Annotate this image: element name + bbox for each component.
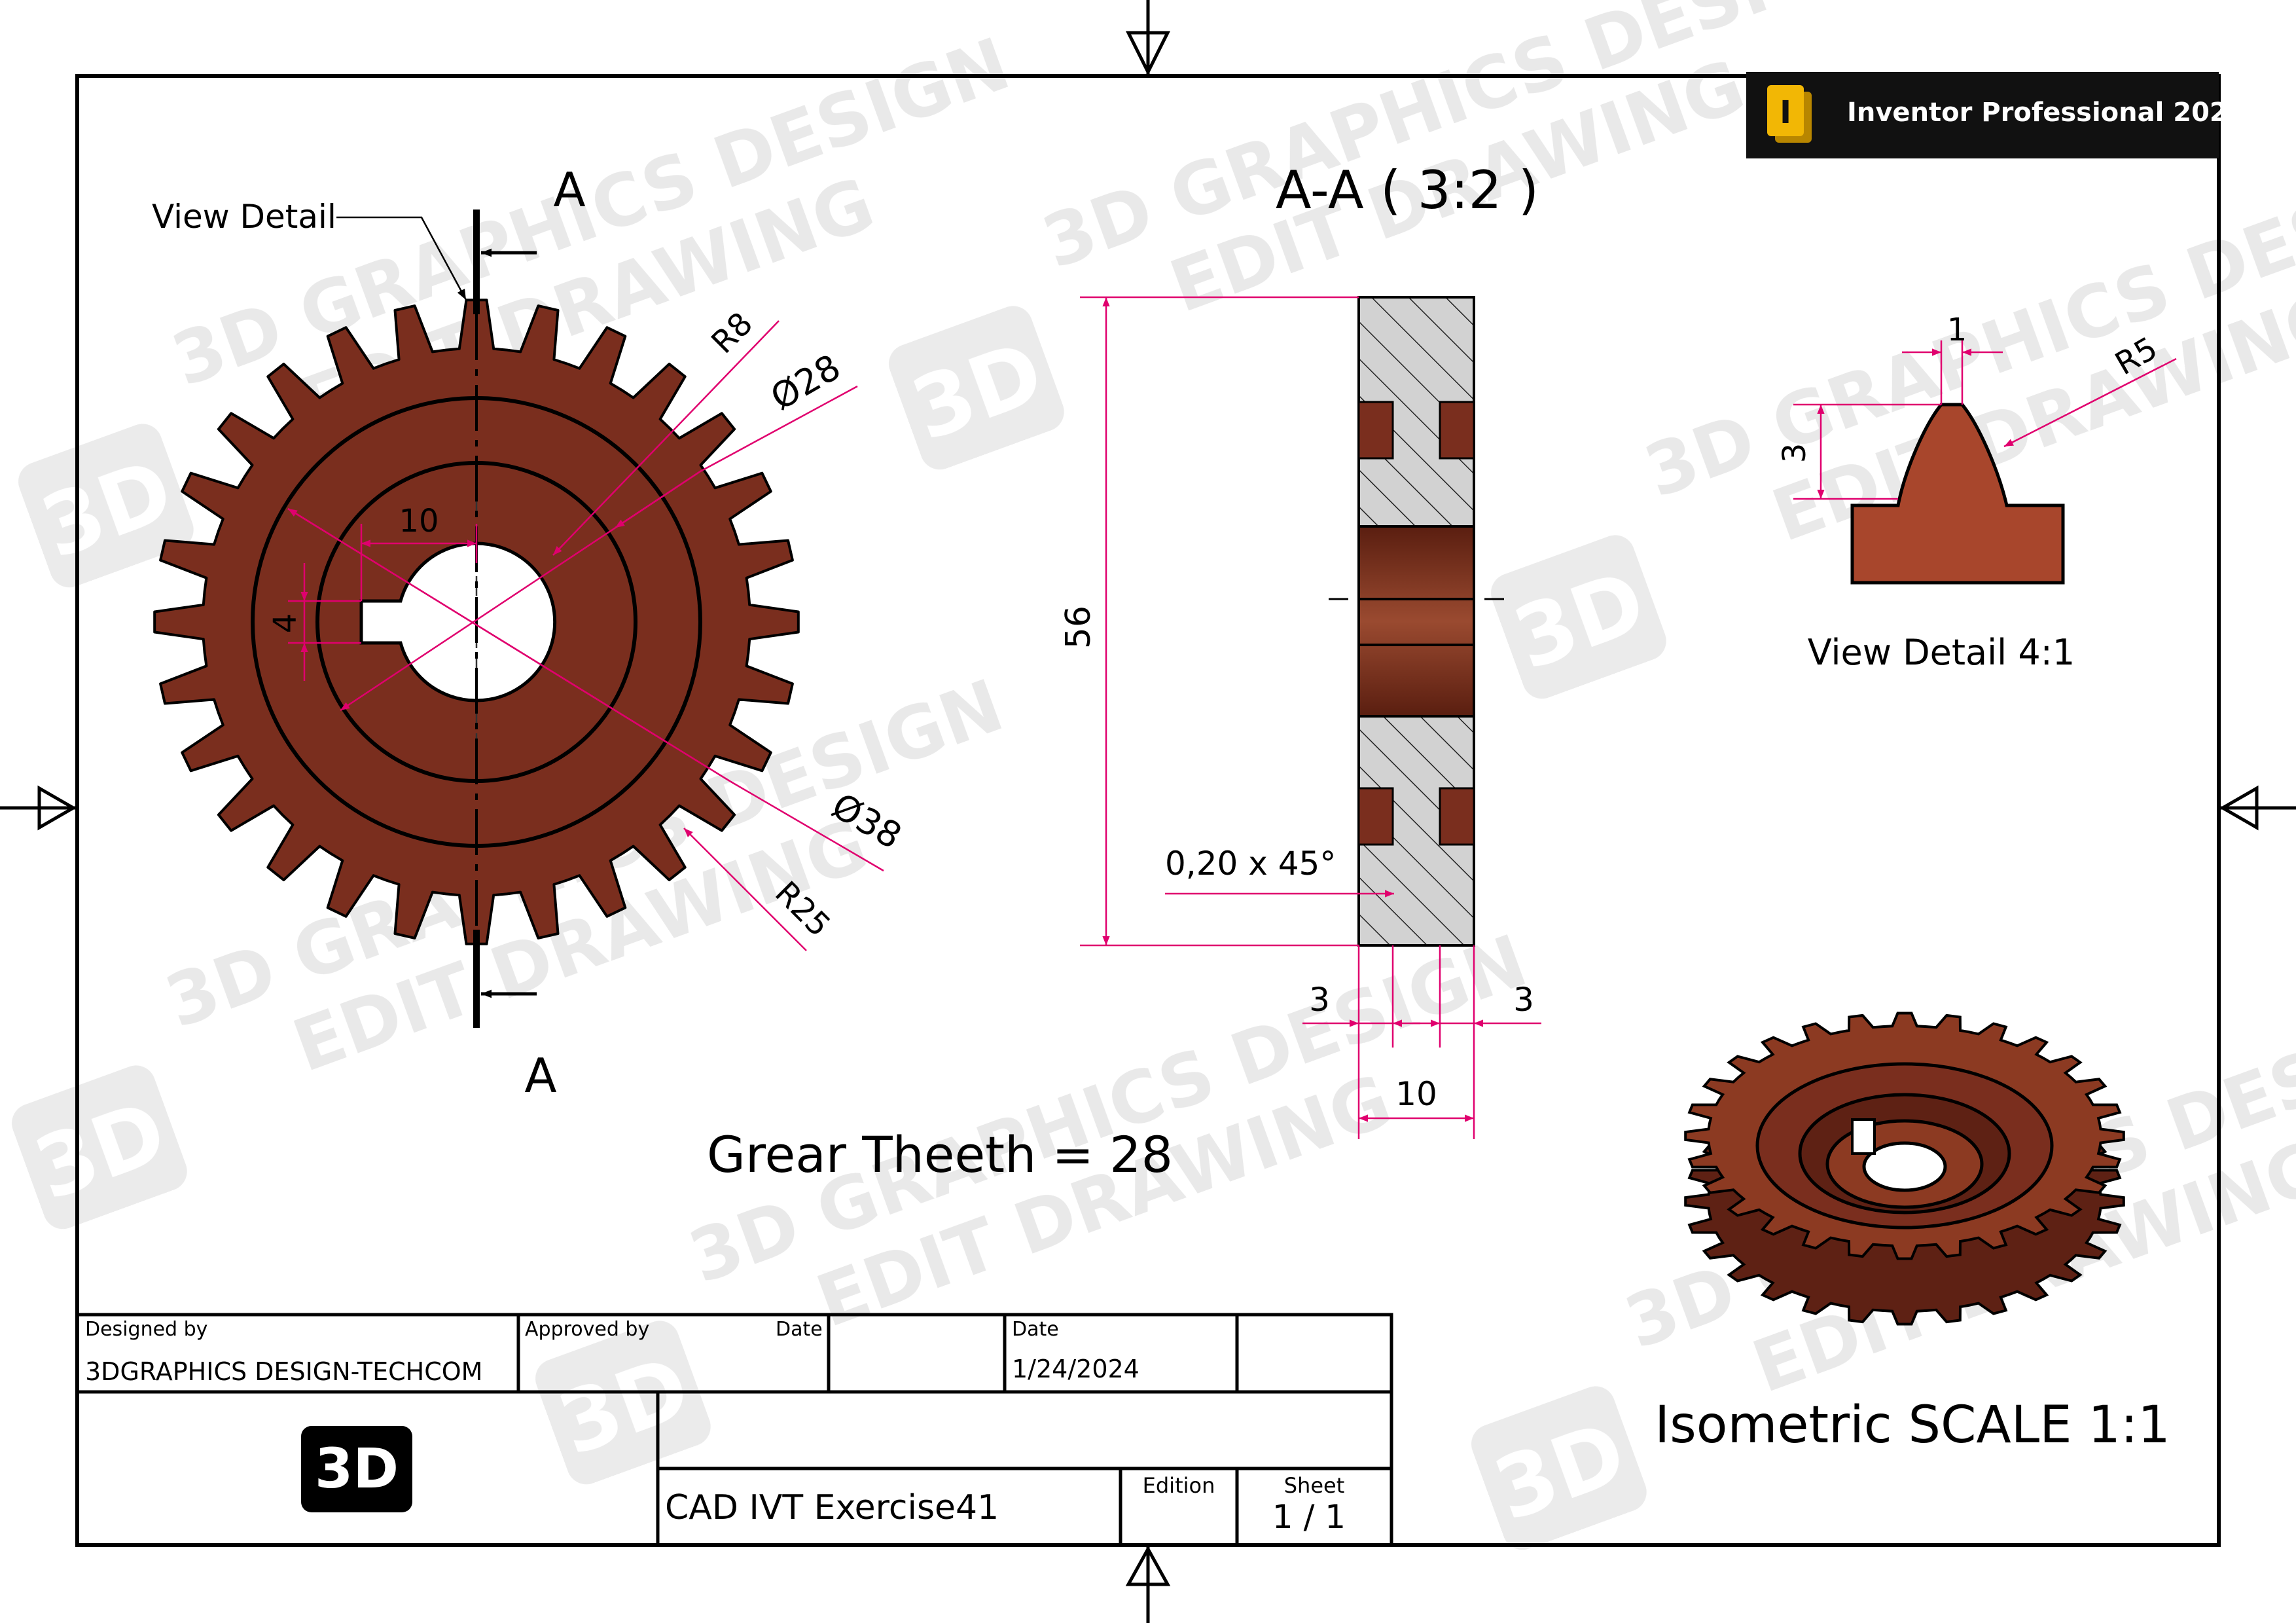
- dim-right-3: 3: [1513, 981, 1534, 1019]
- sheet-label: Sheet: [1284, 1473, 1345, 1498]
- dim-width-10: 10: [1395, 1075, 1437, 1113]
- detail-dimensions: [1793, 340, 2177, 500]
- section-view: A-A ( 3:2 ): [1059, 160, 1541, 1139]
- drawing-title: CAD IVT Exercise41: [665, 1488, 999, 1527]
- isometric-caption: Isometric SCALE 1:1: [1655, 1396, 2170, 1455]
- edition-label: Edition: [1143, 1473, 1215, 1498]
- dim-r8: R8: [704, 305, 760, 361]
- detail-caption: View Detail 4:1: [1808, 632, 2075, 673]
- designed-by-label: Designed by: [85, 1318, 207, 1341]
- bore-band: [1357, 525, 1475, 718]
- svg-text:3D: 3D: [315, 1436, 399, 1501]
- bore-with-keyway: [359, 541, 557, 702]
- svg-text:View Detail: View Detail: [152, 198, 336, 236]
- front-view: A A View Detail: [152, 162, 908, 1103]
- groove-cuts: [1357, 401, 1475, 846]
- front-dimensions: [287, 320, 884, 951]
- section-label-bottom: A: [524, 1048, 556, 1103]
- company-logo: 3D: [301, 1426, 412, 1512]
- view-detail-callout: View Detail: [152, 198, 467, 301]
- dim-chamfer: 0,20 x 45°: [1165, 845, 1336, 883]
- dim-height-56: 56: [1059, 606, 1098, 649]
- app-name: Inventor Professional 2024: [1847, 98, 2246, 128]
- watermark: 3D 3D GRAPHICS DESIGN EDIT DRAWING: [535, 919, 1537, 1485]
- iso-bore: [1862, 1141, 1947, 1192]
- detail-view: 1 3 R5 View Detail 4:1: [1776, 312, 2177, 673]
- date-label-2: Date: [1012, 1318, 1059, 1341]
- isometric-view: Isometric SCALE 1:1: [1655, 1012, 2170, 1455]
- svg-text:I: I: [1780, 94, 1791, 131]
- inventor-badge: I Inventor Professional 2024: [1746, 72, 2246, 158]
- section-title: A-A ( 3:2 ): [1276, 160, 1539, 221]
- watermark: 3D 3D GRAPHICS DESIGN EDIT DRAWING: [1491, 133, 2296, 699]
- dim-keyway-height: 4: [267, 613, 304, 634]
- inventor-logo-icon: I: [1767, 85, 1812, 143]
- section-line-a: [473, 210, 537, 1028]
- designed-by-value: 3DGRAPHICS DESIGN-TECHCOM: [85, 1357, 482, 1386]
- sheet-value: 1 / 1: [1272, 1498, 1346, 1536]
- dim-detail-1: 1: [1947, 312, 1967, 348]
- title-block-text: Designed by 3DGRAPHICS DESIGN-TECHCOM Ap…: [85, 1318, 1346, 1536]
- date-value: 1/24/2024: [1012, 1355, 1139, 1383]
- section-label-top: A: [553, 162, 585, 217]
- approved-by-label: Approved by: [525, 1318, 649, 1341]
- iso-keyway: [1851, 1118, 1876, 1155]
- gear-teeth-note: Grear Theeth = 28: [707, 1125, 1173, 1184]
- section-dimensions: [1080, 296, 1541, 1139]
- dim-left-3: 3: [1309, 981, 1330, 1019]
- dim-detail-3: 3: [1776, 443, 1813, 464]
- date-label-1: Date: [776, 1318, 823, 1341]
- dim-keyway-width: 10: [399, 503, 439, 539]
- title-block: [75, 1313, 1393, 1547]
- dim-d28: Ø28: [764, 346, 848, 418]
